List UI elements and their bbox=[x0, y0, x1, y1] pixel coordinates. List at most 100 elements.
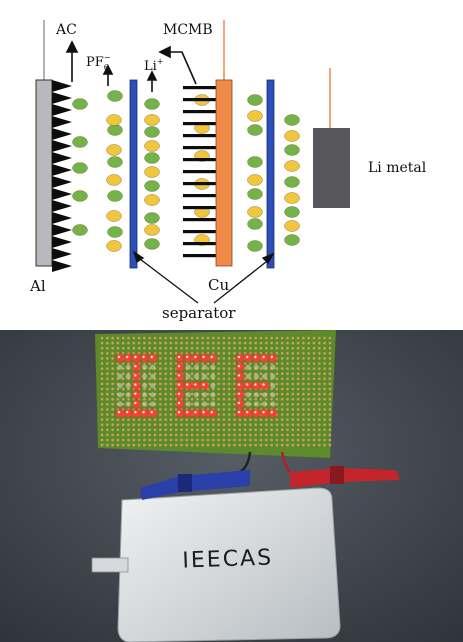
led-off bbox=[270, 383, 276, 389]
li-ion-marker bbox=[106, 240, 122, 252]
led-off bbox=[210, 392, 216, 398]
separator-pointer-left bbox=[135, 255, 199, 304]
led-off bbox=[210, 383, 216, 389]
cu-electrode bbox=[215, 79, 233, 267]
led-off bbox=[185, 401, 191, 407]
anion-marker bbox=[72, 136, 88, 148]
led-off bbox=[245, 401, 251, 407]
mcmb-bar bbox=[183, 158, 216, 162]
mcmb-bar bbox=[183, 242, 216, 246]
label-separator: separator bbox=[162, 304, 236, 322]
prototype-photo: IEECAS bbox=[0, 330, 463, 642]
led-off bbox=[193, 392, 199, 398]
pouch-cell bbox=[117, 487, 341, 642]
mcmb-bar bbox=[183, 134, 216, 138]
mcmb-graphite-bars bbox=[183, 86, 216, 258]
li-ion-marker bbox=[247, 206, 263, 218]
led-off bbox=[210, 401, 216, 407]
anion-marker bbox=[247, 156, 263, 168]
led-off bbox=[125, 383, 131, 389]
li-ion-marker bbox=[106, 174, 122, 186]
anion-marker bbox=[247, 124, 263, 136]
red-clip bbox=[290, 466, 400, 488]
mcmb-bar bbox=[183, 194, 216, 198]
led-on bbox=[176, 400, 184, 408]
mcmb-bar bbox=[183, 86, 216, 90]
anion-marker bbox=[247, 240, 263, 252]
anion-marker bbox=[247, 188, 263, 200]
led-off bbox=[210, 373, 216, 379]
cell-label-text: IEECAS bbox=[182, 545, 273, 573]
led-on bbox=[133, 382, 140, 389]
label-pf6: PF6− bbox=[86, 53, 111, 72]
anion-marker bbox=[144, 238, 160, 250]
led-off bbox=[245, 364, 251, 370]
anion-marker bbox=[247, 218, 263, 230]
led-on bbox=[209, 354, 217, 362]
separator-right bbox=[266, 79, 275, 269]
anion-marker bbox=[144, 212, 160, 224]
anion-marker bbox=[107, 124, 123, 136]
label-li-metal: Li metal bbox=[368, 160, 427, 176]
led-on bbox=[236, 400, 244, 408]
mcmb-bar bbox=[183, 146, 216, 150]
led-off bbox=[117, 364, 123, 370]
label-al: Al bbox=[29, 277, 46, 295]
mcmb-bar bbox=[183, 182, 216, 186]
li-ion-marker bbox=[284, 192, 300, 204]
led-off bbox=[142, 364, 148, 370]
mcmb-bar bbox=[183, 170, 216, 174]
led-on bbox=[261, 382, 268, 389]
led-off bbox=[117, 392, 123, 398]
led-off bbox=[117, 401, 123, 407]
led-off bbox=[142, 383, 148, 389]
led-off bbox=[262, 392, 268, 398]
li-ion-marker bbox=[284, 130, 300, 142]
led-on bbox=[236, 363, 244, 371]
led-off bbox=[193, 401, 199, 407]
led-off bbox=[185, 373, 191, 379]
anion-marker bbox=[284, 144, 300, 156]
anion-marker bbox=[247, 94, 263, 106]
led-off bbox=[270, 373, 276, 379]
led-off bbox=[185, 364, 191, 370]
li-ion-marker bbox=[247, 110, 263, 122]
led-off bbox=[202, 373, 208, 379]
li-ion-marker bbox=[144, 140, 160, 152]
led-off bbox=[193, 373, 199, 379]
led-off bbox=[210, 364, 216, 370]
led-off bbox=[117, 373, 123, 379]
separator-left bbox=[129, 79, 138, 269]
li-ion-marker bbox=[247, 174, 263, 186]
led-off bbox=[150, 392, 156, 398]
label-mcmb: MCMB bbox=[163, 22, 213, 38]
led-on bbox=[133, 400, 140, 408]
anion-marker bbox=[107, 190, 123, 202]
li-ion-marker bbox=[284, 160, 300, 172]
li-ion-marker bbox=[106, 144, 122, 156]
led-on bbox=[133, 391, 140, 399]
led-on bbox=[201, 382, 209, 389]
mcmb-bar bbox=[183, 218, 216, 222]
anion-marker bbox=[284, 176, 300, 188]
led-off bbox=[117, 383, 123, 389]
led-off bbox=[125, 364, 131, 370]
led-off bbox=[125, 373, 131, 379]
led-off bbox=[245, 392, 251, 398]
led-off bbox=[193, 364, 199, 370]
anion-marker bbox=[107, 90, 123, 102]
led-on bbox=[236, 373, 244, 380]
led-on bbox=[176, 373, 184, 380]
mcmb-bar bbox=[183, 206, 216, 210]
led-off bbox=[150, 364, 156, 370]
led-on bbox=[133, 363, 140, 371]
led-on bbox=[176, 391, 184, 399]
arrow-mcmb bbox=[168, 51, 197, 85]
ion-markers bbox=[72, 90, 300, 252]
led-off bbox=[253, 373, 259, 379]
anion-marker bbox=[144, 126, 160, 138]
led-off bbox=[125, 392, 131, 398]
anion-marker bbox=[144, 152, 160, 164]
led-off bbox=[253, 364, 259, 370]
led-on bbox=[209, 409, 217, 417]
